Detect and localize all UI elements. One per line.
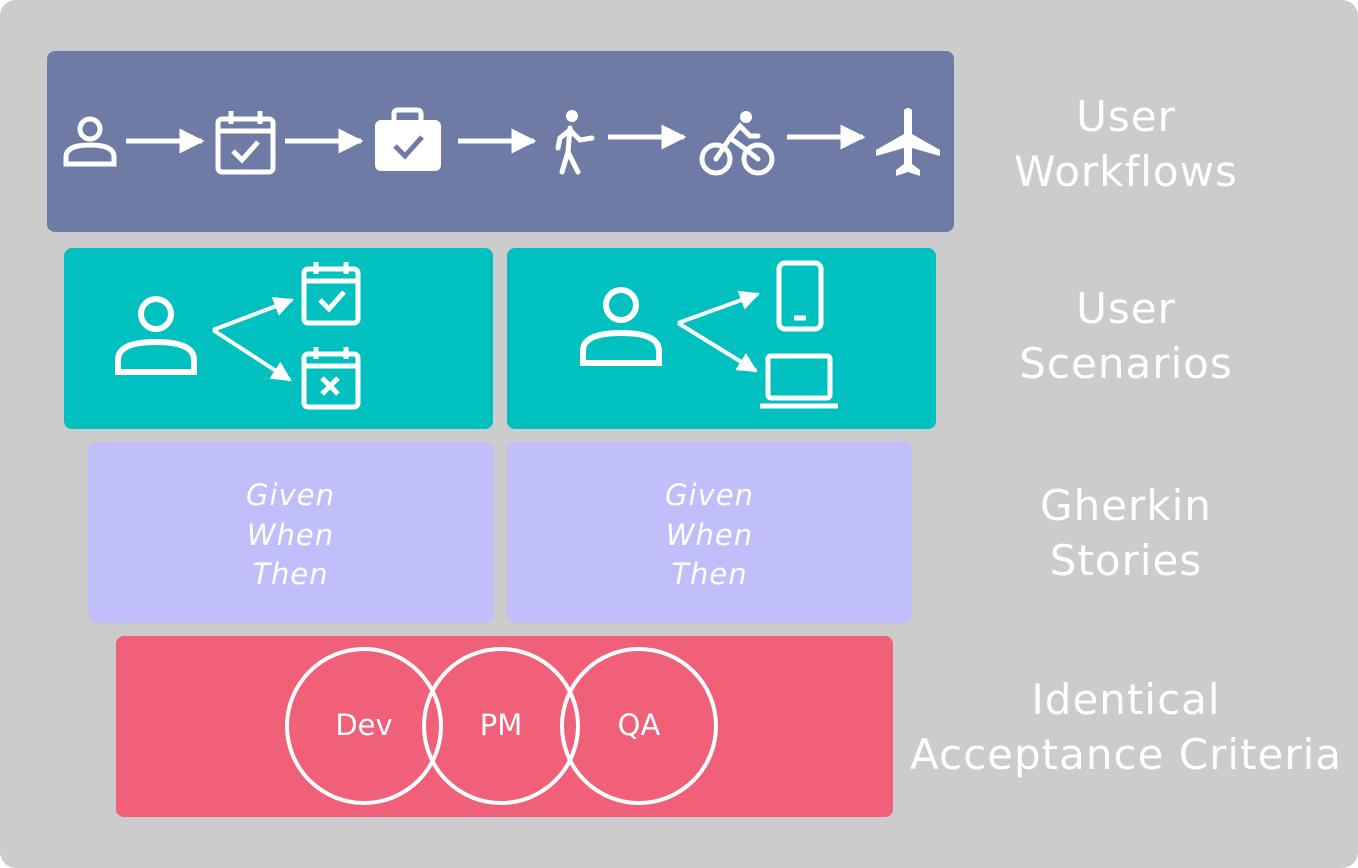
calendar-check-icon bbox=[301, 262, 361, 326]
label-line-2: Acceptance Criteria bbox=[909, 730, 1343, 779]
then-text: Then bbox=[252, 557, 329, 591]
gherkin-panel-2: Given When Then bbox=[507, 442, 912, 623]
airplane-icon bbox=[876, 108, 940, 176]
laptop-icon bbox=[760, 353, 838, 409]
scenario-panel-devices bbox=[507, 248, 936, 429]
venn-circles bbox=[285, 647, 718, 805]
label-line-1: Gherkin bbox=[1040, 481, 1212, 530]
scenario-panel-calendar bbox=[64, 248, 493, 429]
pm-circle bbox=[422, 647, 580, 805]
role-pm: PM bbox=[479, 708, 523, 742]
gherkin-text-2: Given When Then bbox=[507, 476, 912, 595]
qa-circle bbox=[560, 647, 718, 805]
acceptance-panel bbox=[116, 636, 893, 817]
walking-icon bbox=[555, 110, 595, 175]
cycling-icon bbox=[699, 111, 775, 176]
given-text: Given bbox=[665, 478, 754, 512]
label-line-1: User bbox=[1076, 92, 1176, 141]
role-qa: QA bbox=[617, 708, 661, 742]
user-icon bbox=[63, 116, 117, 167]
gherkin-panel-1: Given When Then bbox=[88, 442, 493, 623]
calendar-cross-icon bbox=[301, 347, 361, 410]
label-line-1: Identical bbox=[1031, 675, 1221, 724]
label-line-2: Workflows bbox=[1014, 147, 1238, 196]
label-gherkin-stories: Gherkin Stories bbox=[906, 478, 1346, 588]
branch-arrow-up bbox=[677, 290, 760, 325]
calendar-check-icon bbox=[215, 111, 276, 175]
role-dev: Dev bbox=[335, 708, 393, 742]
label-line-2: Scenarios bbox=[1019, 339, 1233, 388]
when-text: When bbox=[665, 517, 754, 552]
when-text: When bbox=[246, 517, 335, 552]
briefcase-check-icon bbox=[375, 107, 441, 171]
branch-arrow-down bbox=[211, 328, 292, 382]
branch-arrow-down bbox=[676, 321, 758, 373]
branch-arrow-up bbox=[212, 297, 294, 332]
phone-icon bbox=[776, 260, 824, 332]
label-user-scenarios: User Scenarios bbox=[906, 281, 1346, 391]
then-text: Then bbox=[671, 557, 748, 591]
label-line-1: User bbox=[1076, 284, 1176, 333]
label-line-2: Stories bbox=[1049, 536, 1203, 585]
label-user-workflows: User Workflows bbox=[906, 89, 1346, 199]
user-icon bbox=[115, 296, 197, 375]
gherkin-text-1: Given When Then bbox=[88, 476, 493, 595]
given-text: Given bbox=[246, 478, 335, 512]
user-icon bbox=[580, 287, 662, 366]
dev-circle bbox=[285, 647, 443, 805]
label-acceptance-criteria: Identical Acceptance Criteria bbox=[906, 672, 1346, 782]
